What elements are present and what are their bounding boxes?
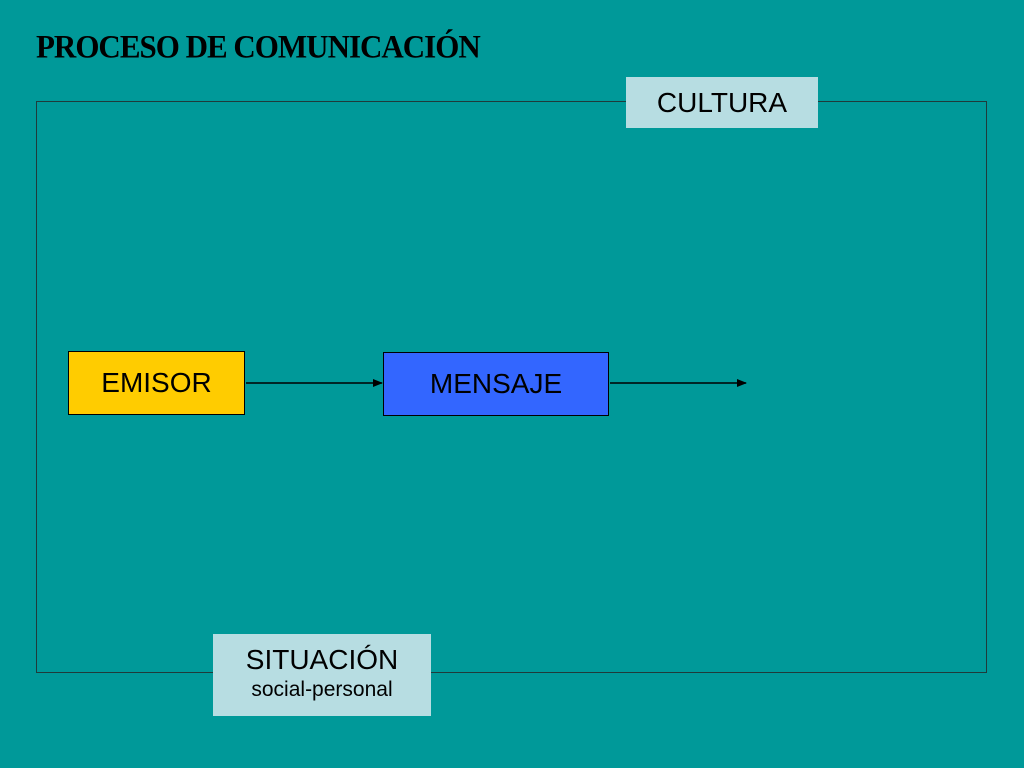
slide-title: PROCESO DE COMUNICACIÓN — [36, 28, 481, 66]
situacion-subtitle: social-personal — [251, 678, 393, 701]
situacion-label: SITUACIÓN social-personal — [213, 634, 431, 716]
situacion-title: SITUACIÓN — [245, 644, 399, 675]
mensaje-node: MENSAJE — [383, 352, 609, 416]
cultura-label: CULTURA — [626, 77, 818, 128]
emisor-node: EMISOR — [68, 351, 245, 415]
context-frame — [36, 101, 987, 673]
